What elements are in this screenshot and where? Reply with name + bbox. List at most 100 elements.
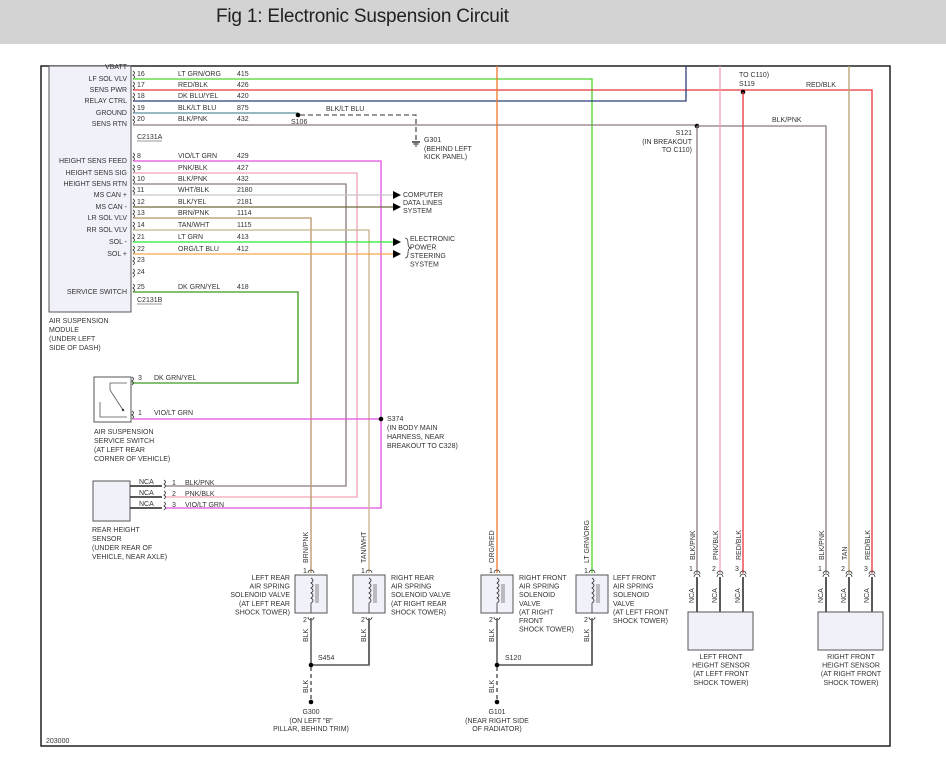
pin-number: 12 (137, 199, 145, 206)
splice-s374-label: S374 (387, 416, 403, 423)
pin-number: 2 (172, 491, 176, 498)
wire-color-label: VIO/LT GRN (185, 502, 224, 509)
pin-number: 1 (138, 410, 142, 417)
pin-number: 2 (841, 566, 845, 573)
wire-dk-blu-yel-420 (133, 66, 687, 102)
pin-number: 8 (137, 153, 141, 160)
pin-number: 11 (137, 187, 144, 194)
splice-s119-desc: TO C110) (739, 72, 769, 79)
connector-pin-bracket (163, 479, 166, 489)
wire-brn-pnk-1114 (133, 217, 312, 573)
module-pin-label: RELAY CTRL (84, 98, 127, 105)
connector-id-c2131a: C2131A (137, 134, 163, 141)
rear-height-sensor-box (92, 480, 131, 522)
sensor-wire-color-label: RED/BLK (865, 530, 872, 560)
valve-name-label: AIR SPRING (250, 584, 290, 591)
circuit-number: 426 (237, 82, 249, 89)
diagram-frame (40, 65, 891, 747)
wire-blk-s454 (311, 620, 370, 666)
valve-name-label: AIR SPRING (519, 584, 559, 591)
ground-wire-label: BLK (489, 628, 496, 642)
wire-color-label: BLK/YEL (178, 199, 207, 206)
ground-g301-desc: KICK PANEL) (424, 154, 467, 161)
connector-pin-bracket (131, 410, 134, 420)
circuit-number: 1114 (237, 210, 252, 217)
valve-name-label: FRONT (519, 618, 544, 625)
ground-g301-icon (412, 141, 420, 147)
splice-s121-desc: TO C110) (662, 147, 692, 154)
wire-color-label: DK BLU/YEL (178, 93, 219, 100)
splice-s374-dot (378, 416, 384, 422)
valve-wire-color-label: ORG/RED (489, 530, 496, 563)
connector-pin-bracket (132, 256, 135, 266)
module-pin-label: MS CAN - (96, 204, 128, 211)
connector-pin-bracket (132, 198, 135, 208)
module-name-label: AIR SUSPENSION (49, 318, 109, 325)
wire-pnk-blk-427 (133, 172, 358, 498)
splice-s121-desc: (IN BREAKOUT (642, 139, 693, 146)
ground-wire-label: BLK (584, 628, 591, 642)
circuit-number: 432 (237, 176, 249, 183)
ground-g101-label: G101 (488, 709, 505, 716)
pin-number: 10 (137, 176, 145, 183)
module-pin-label: GROUND (96, 110, 127, 117)
valve-pin-connector (493, 569, 501, 574)
wire-color-label: TAN/WHT (178, 222, 210, 229)
wire-dk-grn-yel-418 (132, 291, 299, 384)
wire-color-label: LT GRN (178, 234, 203, 241)
ground-g101-desc: (NEAR RIGHT SIDE (465, 718, 529, 725)
front-sensor-name: SHOCK TOWER) (694, 680, 749, 687)
front-height-sensor-box (817, 611, 884, 651)
valve-name-label: SHOCK TOWER) (519, 627, 574, 634)
splice-s106-label: S106 (291, 119, 307, 126)
front-sensor-name: (AT RIGHT FRONT (821, 671, 882, 678)
wire-color-label: RED/BLK (178, 82, 208, 89)
splice-s374-desc: HARNESS, NEAR (387, 434, 444, 441)
circuit-number: 412 (237, 246, 249, 253)
pin-number: 1 (361, 568, 365, 575)
valve-pin-connector (588, 569, 596, 574)
nca-label: NCA (139, 490, 154, 497)
wire-color-label: ORG/LT BLU (178, 246, 219, 253)
module-name-label: MODULE (49, 327, 79, 334)
rear-sensor-name: (UNDER REAR OF (92, 545, 152, 552)
rear-sensor-name: VEHICLE, NEAR AXLE) (92, 554, 167, 561)
module-pin-label: HEIGHT SENS SIG (66, 170, 127, 177)
splice-s374-desc: BREAKOUT TO C328) (387, 443, 458, 450)
pin-number: 17 (137, 82, 145, 89)
connector-pin-bracket (132, 186, 135, 196)
pin-number: 3 (138, 375, 142, 382)
valve-name-label: (AT LEFT REAR (239, 601, 290, 608)
valve-pin-connector (365, 569, 373, 574)
module-pin-label: HEIGHT SENS FEED (59, 158, 127, 165)
wire-blk-lt-blu-dashed (300, 114, 417, 142)
valve-pin-connector (307, 569, 315, 574)
splice-s120-label: S120 (505, 655, 521, 662)
module-pin-label: SENS PWR (90, 87, 127, 94)
rear-sensor-name: REAR HEIGHT (92, 527, 141, 534)
valve-name-label: (AT RIGHT (519, 609, 554, 616)
splice-s119-label: S119 (739, 81, 755, 88)
nca-label: NCA (841, 588, 848, 603)
wire-color-label: BLK/PNK (772, 117, 802, 124)
connector-id-c2131b: C2131B (137, 297, 163, 304)
nca-label: NCA (139, 479, 154, 486)
connector-pin-bracket (132, 152, 135, 162)
ground-wire-label: BLK (489, 679, 496, 693)
destination-eps-label: ELECTRONIC (410, 236, 455, 243)
pin-number: 19 (137, 105, 145, 112)
pin-number: 21 (137, 234, 145, 241)
pin-number: 18 (137, 93, 145, 100)
wire-color-label: BLK/PNK (178, 116, 208, 123)
module-pin-label: LF SOL VLV (88, 76, 127, 83)
pin-number: 22 (137, 246, 145, 253)
ground-g300-label: G300 (302, 709, 319, 716)
figure-title: Fig 1: Electronic Suspension Circuit (216, 6, 509, 27)
sensor-pin-connector (845, 570, 853, 578)
wire-color-label: VIO/LT GRN (154, 410, 193, 417)
wire-color-label: PNK/BLK (185, 491, 215, 498)
connector-pin-bracket (132, 283, 135, 293)
service-switch-name: SERVICE SWITCH (94, 438, 154, 445)
pin-number: 1 (172, 480, 176, 487)
sensor-wire-color-label: PNK/BLK (713, 530, 720, 560)
